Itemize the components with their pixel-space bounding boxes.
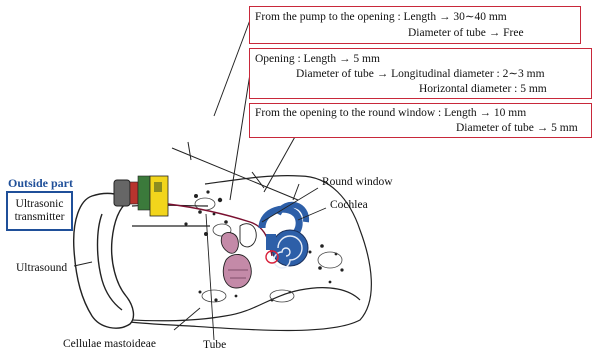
spec-line: Horizontal diameter : 5 mm	[419, 82, 547, 96]
spec-box-pump-to-opening: From the pump to the opening : Length → …	[249, 6, 581, 44]
spec-line: Diameter of tube → 5 mm	[456, 121, 578, 135]
round-window-label: Round window	[322, 176, 393, 188]
pinna	[74, 193, 134, 328]
spec-box-opening: Opening : Length → 5 mm Diameter of tube…	[249, 48, 592, 99]
spec-line: From the pump to the opening : Length → …	[255, 10, 507, 24]
ultrasound-label: Ultrasound	[16, 262, 67, 274]
cochlea-group	[262, 205, 308, 268]
cochlea-label: Cochlea	[330, 199, 368, 211]
transmitter-label-line2: transmitter	[8, 211, 71, 224]
spec-box-opening-to-round-window: From the opening to the round window : L…	[249, 103, 592, 138]
transmitter-device	[114, 176, 168, 216]
ultrasonic-transmitter-box: Ultrasonic transmitter	[6, 191, 73, 231]
outside-part-title: Outside part	[8, 176, 73, 191]
ossicles	[221, 224, 256, 288]
spec-line: Diameter of tube → Longitudinal diameter…	[296, 67, 545, 81]
tube-label: Tube	[203, 339, 226, 351]
cellulae-mastoideae-label: Cellulae mastoideae	[63, 338, 156, 350]
tube	[168, 204, 272, 256]
spec-line: From the opening to the round window : L…	[255, 106, 526, 120]
spec-line: Diameter of tube → Free	[408, 26, 524, 40]
spec-line: Opening : Length → 5 mm	[255, 52, 380, 66]
transmitter-label-line1: Ultrasonic	[8, 198, 71, 211]
